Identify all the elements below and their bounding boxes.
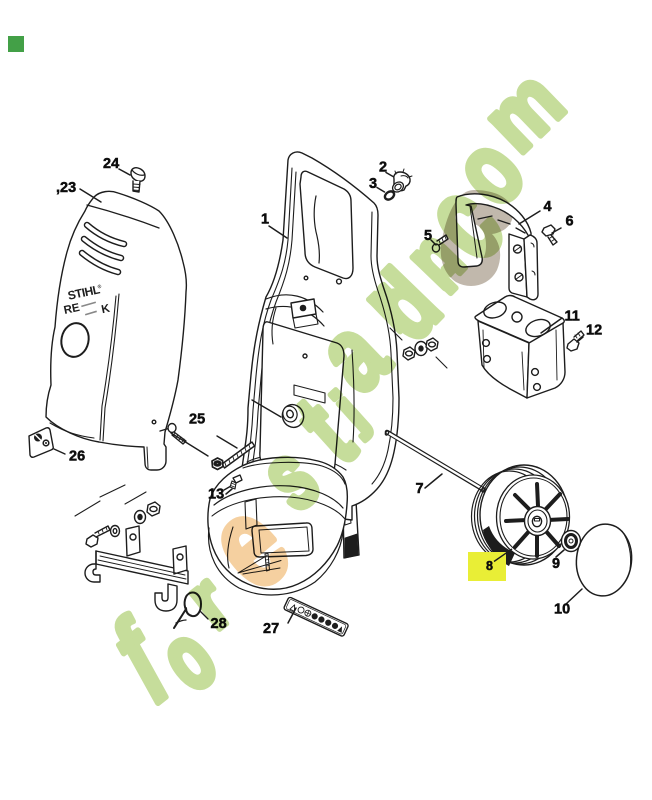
svg-text:9: 9 — [552, 556, 560, 572]
svg-text:K: K — [100, 303, 111, 317]
svg-text:13: 13 — [208, 487, 224, 503]
svg-text:STIHL: STIHL — [66, 282, 101, 302]
svg-text:25: 25 — [189, 412, 205, 428]
svg-text:10: 10 — [554, 602, 570, 618]
svg-text:12: 12 — [586, 323, 602, 339]
svg-text:,23: ,23 — [56, 180, 76, 196]
svg-text:RE: RE — [63, 302, 81, 317]
svg-text:7: 7 — [416, 481, 424, 497]
svg-text:24: 24 — [103, 156, 119, 172]
svg-text:6: 6 — [566, 214, 574, 230]
svg-text:4: 4 — [544, 199, 552, 215]
svg-text:28: 28 — [211, 616, 227, 632]
svg-text:8: 8 — [486, 559, 493, 573]
svg-text:3: 3 — [369, 176, 377, 192]
svg-text:2: 2 — [379, 160, 387, 176]
svg-text:5: 5 — [424, 228, 432, 244]
svg-text:27: 27 — [263, 621, 279, 637]
svg-text:1: 1 — [261, 212, 269, 228]
svg-text:®: ® — [97, 283, 102, 291]
svg-text:26: 26 — [69, 449, 85, 465]
svg-text:11: 11 — [565, 309, 580, 325]
